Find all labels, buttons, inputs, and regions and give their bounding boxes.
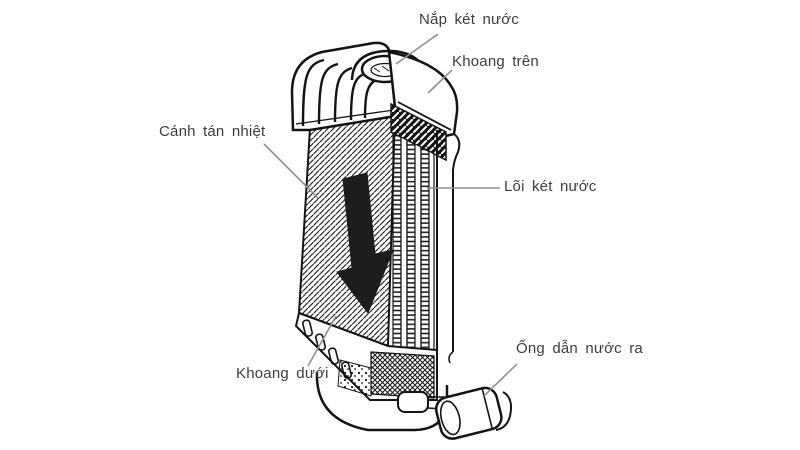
label-upper-tank: Khoang trên <box>452 53 539 70</box>
label-radiator-core: Lõi két nước <box>504 178 597 195</box>
label-lower-tank: Khoang dưới <box>236 365 329 382</box>
core-bottom <box>337 351 435 399</box>
label-cooling-fins: Cánh tán nhiệt <box>159 123 266 140</box>
flow-arrow <box>336 172 394 315</box>
leader-lines <box>263 33 518 397</box>
outlet-pipe <box>397 386 513 440</box>
label-outlet-pipe: Ống dẫn nước ra <box>516 340 643 357</box>
core-top-band <box>390 102 447 162</box>
cooling-fins-face <box>297 110 397 348</box>
label-radiator-cap: Nắp két nước <box>419 11 519 28</box>
side-panel <box>436 130 461 398</box>
